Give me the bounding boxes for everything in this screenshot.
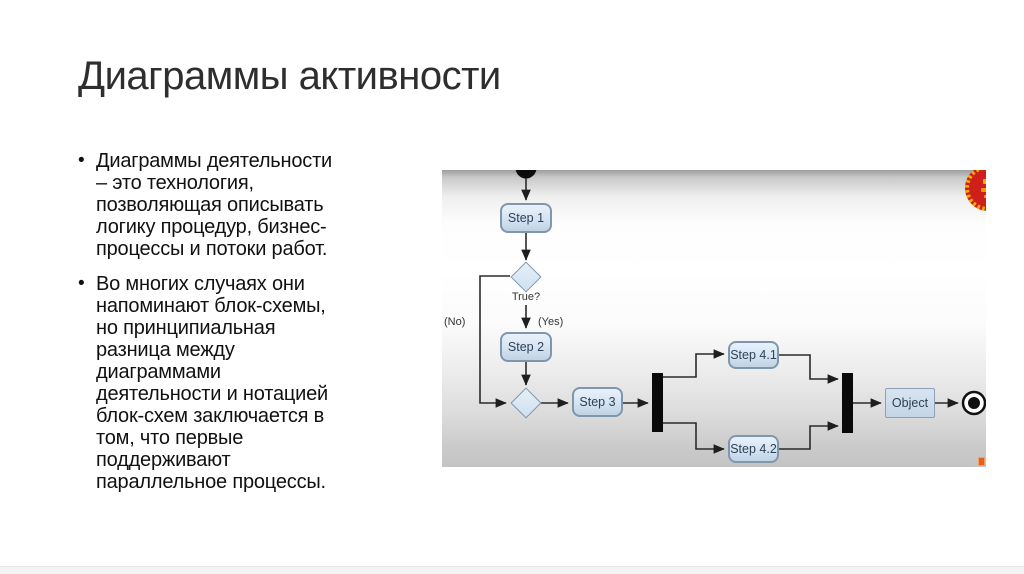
list-item: • Во многих случаях они напоминают блок-… [78, 273, 434, 493]
bullet-text: Диаграммы деятельности – это технология,… [96, 150, 333, 260]
join-bar [842, 373, 853, 433]
slide-title: Диаграммы активности [78, 54, 501, 98]
node-label: Object [891, 396, 929, 410]
node-label: Step 4.2 [730, 442, 777, 456]
no-branch-label: (No) [444, 316, 466, 328]
activity-node-step1: Step 1 [500, 203, 552, 233]
bullet-text: Во многих случаях они напоминают блок-сх… [96, 273, 329, 493]
node-label: Step 2 [507, 340, 545, 354]
bullet-marker: • [78, 273, 85, 294]
node-label: Step 3 [579, 395, 616, 409]
slide-bottom-strip [0, 566, 1024, 574]
final-node-icon [961, 390, 986, 416]
list-item: • Диаграммы деятельности – это технологи… [78, 150, 434, 260]
fork-bar [652, 373, 663, 432]
activity-node-step2: Step 2 [500, 332, 552, 362]
object-node: Object [885, 388, 935, 418]
red-badge-logo-icon [964, 170, 986, 212]
bullet-list: • Диаграммы деятельности – это технологи… [78, 150, 434, 506]
activity-node-step3: Step 3 [572, 387, 623, 417]
diagram-connectors [479, 170, 986, 454]
activity-diagram-image: Step 1 Step 2 Step 3 Step 4.1 Step 4.2 O… [442, 170, 986, 467]
yes-branch-label: (Yes) [538, 316, 564, 328]
node-label: Step 1 [507, 211, 545, 225]
watermark-mark [978, 457, 985, 466]
initial-node-icon [515, 170, 537, 179]
activity-node-step42: Step 4.2 [728, 435, 779, 463]
condition-label: True? [511, 291, 541, 303]
node-label: Step 4.1 [730, 348, 777, 362]
activity-node-step41: Step 4.1 [728, 341, 779, 369]
bullet-marker: • [78, 150, 85, 171]
